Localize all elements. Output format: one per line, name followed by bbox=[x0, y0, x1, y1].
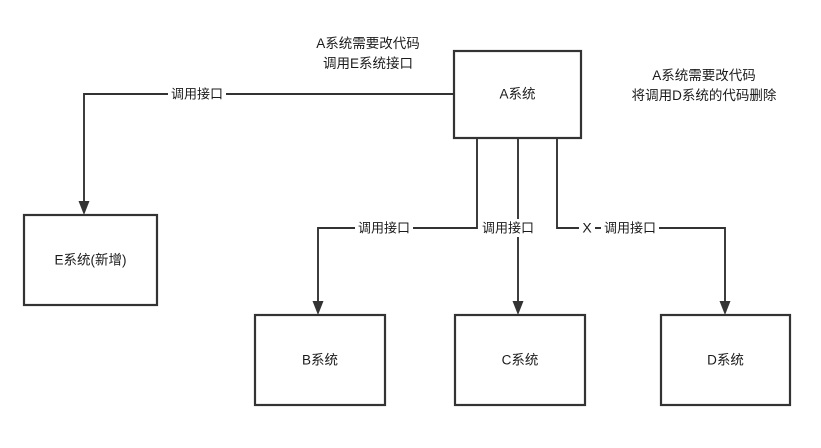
node-d-system-label: D系统 bbox=[707, 353, 744, 368]
node-b-system-box[interactable] bbox=[253, 313, 387, 407]
edge-a-to-e-label-bg bbox=[168, 85, 226, 103]
edge-a-to-c-label-bg bbox=[479, 219, 537, 237]
edge-a-to-d-label: 调用接口 bbox=[604, 220, 656, 235]
edge-a-to-b-label-bg bbox=[355, 219, 413, 237]
edge-a-to-c-arrowhead bbox=[512, 301, 524, 315]
edge-a-to-b: 调用接口 bbox=[312, 138, 478, 315]
edge-a-to-d: X 调用接口 bbox=[556, 138, 731, 315]
node-e-system-label: E系统(新增) bbox=[55, 253, 127, 268]
edge-a-to-e-path bbox=[83, 93, 454, 205]
edge-a-to-e-label: 调用接口 bbox=[171, 86, 223, 101]
annotation-left-line2: 调用E系统接口 bbox=[323, 55, 413, 71]
node-e-system[interactable]: E系统(新增) bbox=[22, 213, 159, 307]
node-d-system-box[interactable] bbox=[659, 313, 792, 407]
annotation-right: A系统需要改代码 将调用D系统的代码删除 bbox=[632, 68, 777, 103]
edge-a-to-b-label: 调用接口 bbox=[358, 220, 410, 235]
node-c-system[interactable]: C系统 bbox=[453, 313, 587, 407]
node-b-system-label: B系统 bbox=[302, 353, 338, 368]
annotation-right-line1: A系统需要改代码 bbox=[652, 68, 756, 83]
edge-a-to-c: 调用接口 bbox=[479, 138, 537, 315]
edge-a-to-e-arrowhead bbox=[78, 201, 90, 215]
node-a-system-label: A系统 bbox=[499, 87, 535, 102]
edge-a-to-e: 调用接口 bbox=[78, 85, 454, 215]
edge-a-to-d-cross-bg bbox=[579, 220, 595, 237]
edge-a-to-b-arrowhead bbox=[312, 301, 324, 315]
node-b-system[interactable]: B系统 bbox=[253, 313, 387, 407]
node-a-system-box[interactable] bbox=[452, 49, 583, 140]
node-c-system-box[interactable] bbox=[453, 313, 587, 407]
annotation-right-line2: 将调用D系统的代码删除 bbox=[632, 88, 777, 103]
edge-a-to-d-label-bg bbox=[601, 219, 659, 237]
edge-a-to-d-cross-icon: X bbox=[582, 220, 592, 236]
node-e-system-box[interactable] bbox=[22, 213, 159, 307]
annotation-left-line1: A系统需要改代码 bbox=[316, 36, 420, 51]
node-d-system[interactable]: D系统 bbox=[659, 313, 792, 407]
edge-a-to-d-arrowhead bbox=[719, 301, 731, 315]
node-c-system-label: C系统 bbox=[502, 353, 539, 368]
annotation-left: A系统需要改代码 调用E系统接口 bbox=[316, 36, 420, 71]
node-a-system[interactable]: A系统 bbox=[452, 49, 583, 140]
edge-a-to-c-label: 调用接口 bbox=[482, 220, 534, 235]
